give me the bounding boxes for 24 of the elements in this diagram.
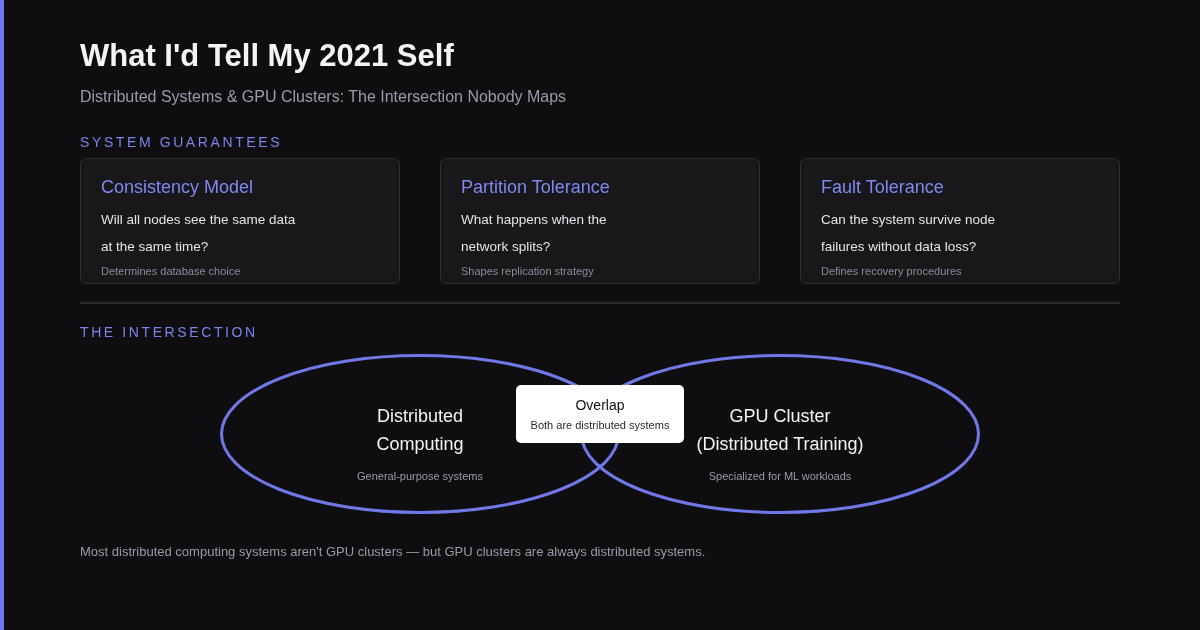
card-question: Will all nodes see the same data at the same time? [101,211,297,256]
card [800,158,1120,284]
card [440,158,760,284]
overlap-title: Overlap [575,397,625,413]
card-question: Can the system survive node failures without data loss? [821,211,997,256]
venn-title: Distributed Computing [375,405,465,456]
footnote: Most distributed computing systems aren't GPU clusters — but GPU clusters are always distributed systems. [80,544,706,559]
venn-note: General-purpose systems [357,470,483,482]
card-question: What happens when the network splits? [461,211,608,256]
page-title: What I'd Tell My 2021 Self [80,38,454,74]
card-note: Shapes replication strategy [461,265,595,277]
card-note: Determines database choice [101,265,242,277]
overlap-card [516,385,684,443]
subtitle: Distributed Systems & GPU Clusters: The Intersection Nobody Maps [80,88,567,106]
venn-note: Specialized for ML workloads [708,470,852,482]
section-heading: SYSTEM GUARANTEES [80,134,283,150]
overlap-description: Both are distributed systems [530,419,670,431]
card-title: Fault Tolerance [821,177,945,198]
card-note: Defines recovery procedures [821,265,963,277]
card-title: Partition Tolerance [461,177,611,198]
section-heading: THE INTERSECTION [80,324,258,340]
venn-title: GPU Cluster (Distributed Training) [695,405,865,456]
card [80,158,400,284]
card-title: Consistency Model [101,177,255,198]
